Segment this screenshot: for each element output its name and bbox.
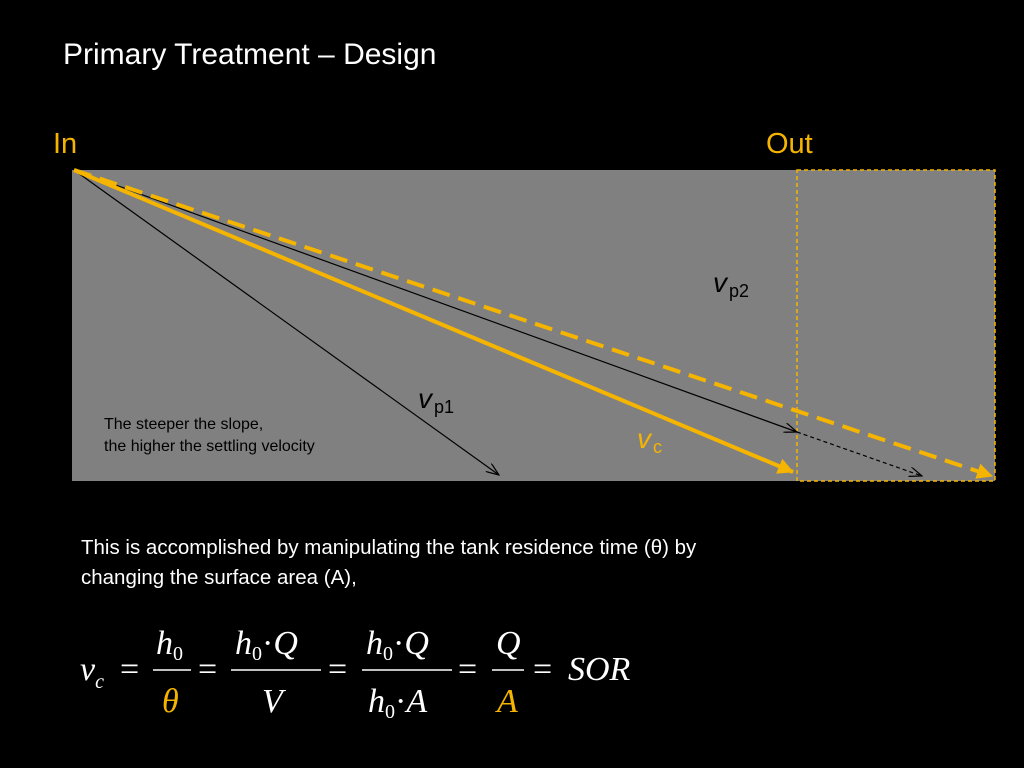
eq-area: A <box>495 683 518 720</box>
eq-equals-4: = <box>458 651 477 688</box>
vp1-subscript: p1 <box>434 397 454 417</box>
body-text-line-2: changing the surface area (A), <box>81 566 357 589</box>
eq-h0a-den: h0·A <box>368 683 427 723</box>
body-text-line-1: This is accomplished by manipulating the… <box>81 536 697 559</box>
vc-symbol: v <box>637 423 653 454</box>
eq-q-num: Q <box>496 625 521 662</box>
eq-h0q-num-2: h0·Q <box>366 625 429 665</box>
vp2-trajectory <box>73 169 797 432</box>
inlet-label: In <box>53 128 78 160</box>
vp1-trajectory <box>73 169 499 475</box>
eq-equals-5: = <box>533 651 552 688</box>
vc-subscript: c <box>653 437 662 457</box>
slope-note-line-1: The steeper the slope, <box>104 416 264 433</box>
slope-note-line-2: the higher the settling velocity <box>104 438 315 455</box>
vp2-symbol: v <box>713 267 729 298</box>
outlet-zone <box>796 169 996 482</box>
slide-title: Primary Treatment – Design <box>63 38 437 71</box>
vp2-trajectory-continuation <box>796 431 922 476</box>
eq-theta: θ <box>162 683 179 720</box>
outlet-label: Out <box>766 128 813 160</box>
slope-note: The steeper the slope, the higher the se… <box>104 414 315 458</box>
eq-equals-3: = <box>328 651 347 688</box>
sor-equation: vc = h0 θ = h0·Q V = h0·Q h0·A = Q A = S… <box>80 625 631 723</box>
vp2-subscript: p2 <box>729 281 749 301</box>
eq-sor: SOR <box>568 651 631 688</box>
vc-trajectory <box>73 168 794 474</box>
eq-h0q-num: h0·Q <box>235 625 298 665</box>
eq-equals-2: = <box>198 651 217 688</box>
vp1-symbol: v <box>418 383 434 414</box>
body-text: This is accomplished by manipulating the… <box>81 533 881 593</box>
eq-vc: vc <box>80 651 104 693</box>
eq-equals-1: = <box>120 651 139 688</box>
eq-h0-num-1: h0 <box>156 625 183 665</box>
eq-volume: V <box>262 683 287 720</box>
